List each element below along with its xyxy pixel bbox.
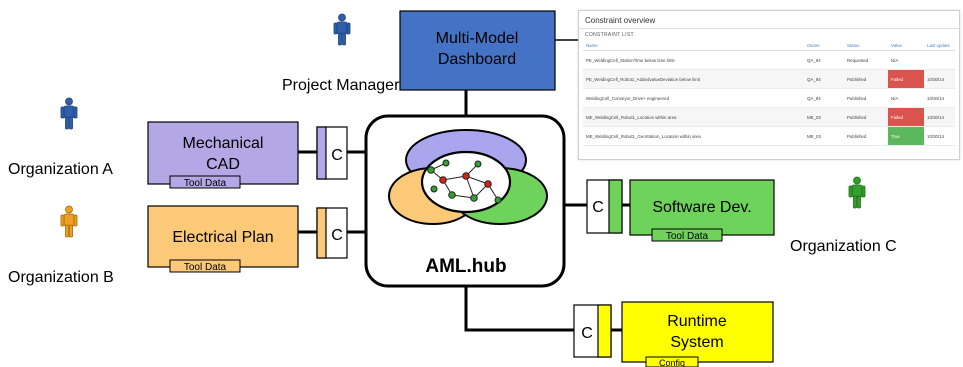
row-last-update: 10/30/14 (924, 88, 955, 108)
column-header-name[interactable]: Name (583, 41, 804, 51)
software-tool-data-tag (651, 228, 723, 242)
electrical-tool-data-label: Tool Data (184, 262, 227, 273)
constraint-overview-title: Constraint overview (579, 11, 959, 29)
dashboard-label-line1: Multi-Model (436, 30, 519, 47)
organization-a-label: Organization A (8, 161, 113, 178)
table-row[interactable]: ME_WeldingCell_Robot1_Location within ar… (583, 107, 955, 127)
row-name: ME_WeldingCell_Robot1_Location within ar… (583, 107, 804, 127)
row-owner: ME_03 (804, 126, 844, 146)
row-name: WeldingCell_Conveyor_Drive+ engineered (583, 88, 804, 108)
organization-a-person-icon (60, 97, 78, 130)
hub-ellipse-center (420, 150, 512, 214)
mechanical-tool-data-tag (169, 175, 241, 189)
software-dev-box[interactable] (629, 179, 775, 236)
row-owner: QA_94 (804, 69, 844, 89)
hub-graph-network (427, 159, 502, 204)
row-name: PE_WeldingCell_Robot1_AddedvalueDeviatio… (583, 69, 804, 89)
row-last-update (924, 50, 955, 70)
row-value: N/A (888, 50, 924, 70)
row-status: Published (844, 88, 888, 108)
row-last-update: 10/30/14 (924, 107, 955, 127)
row-owner: ME_02 (804, 107, 844, 127)
column-header-status[interactable]: Status (844, 41, 888, 51)
line-hub-runtime (464, 286, 574, 332)
organization-b-label: Organization B (8, 269, 114, 286)
aml-hub-label: AML.hub (425, 256, 506, 277)
table-row[interactable]: WeldingCell_Conveyor_Drive+ engineered Q… (583, 88, 955, 108)
electrical-plan-label: Electrical Plan (172, 229, 273, 246)
constraint-list-subtitle: CONSTRAINT LIST (585, 32, 634, 38)
organization-c-person-icon (848, 176, 866, 209)
constraint-overview-screenshot: Constraint overview CONSTRAINT LIST Name… (578, 10, 960, 160)
project-manager-person-icon (333, 13, 351, 46)
row-status: Published (844, 126, 888, 146)
project-manager-label: Project Manager (282, 77, 400, 94)
row-status: Requested (844, 50, 888, 70)
dashboard-label-line2: Dashboard (438, 51, 516, 68)
table-row[interactable]: PE_WeldingCell_StationTime below time li… (583, 50, 955, 70)
row-status: Published (844, 107, 888, 127)
mechanical-cad-label-line1: Mechanical (183, 135, 264, 152)
runtime-config-tag (645, 356, 699, 367)
connector-software: C (586, 179, 623, 234)
table-row[interactable]: PE_WeldingCell_Robot1_AddedvalueDeviatio… (583, 69, 955, 89)
connector-runtime: C (573, 304, 612, 358)
connector-runtime-label: C (581, 325, 593, 342)
row-owner: QA_94 (804, 50, 844, 70)
row-status: Published (844, 69, 888, 89)
row-value: N/A (888, 88, 924, 108)
connector-software-label: C (592, 199, 604, 216)
mechanical-tool-data-label: Tool Data (184, 178, 227, 189)
mechanical-cad-box[interactable] (147, 121, 299, 185)
row-name: ME_WeldingCell_Robot1_GeoStation_Locatio… (583, 126, 804, 146)
connector-mechanical: C (316, 126, 348, 180)
connector-electrical: C (316, 207, 348, 259)
row-owner: QA_94 (804, 88, 844, 108)
electrical-tool-data-tag (169, 259, 241, 273)
runtime-config-label: Config (659, 358, 685, 367)
electrical-plan-box[interactable] (147, 205, 299, 268)
row-last-update: 10/30/14 (924, 69, 955, 89)
aml-hub[interactable]: AML.hub (364, 114, 566, 288)
row-last-update: 10/30/14 (924, 126, 955, 146)
row-name: PE_WeldingCell_StationTime below time li… (583, 50, 804, 70)
runtime-system-box[interactable] (621, 301, 774, 363)
connector-electrical-label: C (331, 227, 343, 244)
connector-mechanical-label: C (331, 147, 343, 164)
organization-c-label: Organization C (790, 238, 897, 255)
column-header-value[interactable]: Value (888, 41, 924, 51)
column-header-owner[interactable]: Owner (804, 41, 844, 51)
organization-b-person-icon (60, 205, 78, 238)
column-header-last-update[interactable]: Last update (924, 41, 955, 51)
runtime-system-label-line1: Runtime (667, 313, 727, 330)
runtime-system-label-line2: System (670, 334, 723, 351)
row-value: Failed (888, 69, 924, 89)
software-dev-label: Software Dev. (652, 199, 751, 216)
dashboard-box[interactable] (399, 10, 556, 91)
row-value: Failed (888, 107, 924, 127)
software-tool-data-label: Tool Data (666, 231, 709, 242)
constraint-table: Name Owner Status Value Last update PE_W… (583, 41, 955, 146)
mechanical-cad-label-line2: CAD (206, 156, 240, 173)
row-value: True (888, 126, 924, 146)
connection-lines (298, 39, 630, 332)
table-row[interactable]: ME_WeldingCell_Robot1_GeoStation_Locatio… (583, 126, 955, 146)
